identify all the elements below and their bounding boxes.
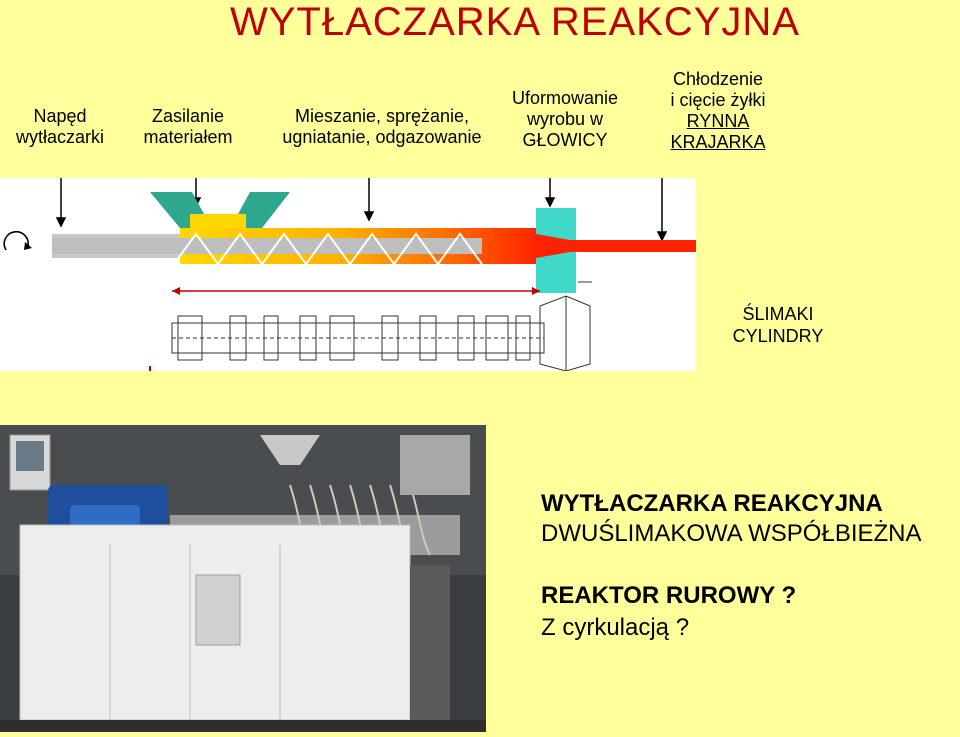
desc-line-4: Z cyrkulacją ? [541, 614, 690, 641]
label-line: wyrobu w [526, 109, 604, 129]
label-line: i cięcie żyłki [670, 90, 766, 110]
label-line: materiałem [143, 127, 233, 147]
label-screws: ŚLIMAKI [742, 304, 814, 324]
label-line: GŁOWICY [522, 130, 608, 150]
vent-grille [195, 574, 241, 646]
hopper [150, 192, 290, 228]
desc-line-1: WYTŁACZARKA REAKCYJNA [541, 490, 883, 517]
extruder-photo [0, 425, 486, 732]
label-cooling: Chłodzenie i cięcie żyłki RYNNA KRAJARKA [648, 69, 788, 153]
label-line: Napęd [33, 106, 87, 126]
strand [536, 234, 696, 258]
label-line: ugniatanie, odgazowanie [282, 127, 482, 147]
label-line: wytłaczarki [15, 127, 104, 147]
feed-hopper [260, 435, 320, 465]
label-die: Uformowanie wyrobu w GŁOWICY [500, 88, 630, 151]
label-line: Zasilanie [151, 106, 225, 126]
label-line: Mieszanie, sprężanie, [294, 106, 470, 126]
side-labels: ŚLIMAKI CYLINDRY [718, 303, 838, 347]
valve-rack [410, 565, 450, 725]
page-title: WYTŁACZARKA REAKCYJNA [229, 0, 800, 44]
label-mixing: Mieszanie, sprężanie, ugniatanie, odgazo… [266, 106, 498, 148]
technical-drawing [171, 281, 592, 371]
label-line: KRAJARKA [670, 132, 766, 152]
label-barrels: CYLINDRY [732, 326, 824, 346]
label-line: Uformowanie [511, 88, 619, 108]
extruder-diagram [0, 178, 696, 371]
label-line: RYNNA [686, 111, 750, 131]
desc-line-3: REAKTOR RUROWY ? [541, 582, 797, 609]
rotation-icon [3, 230, 30, 251]
label-feeding: Zasilanie materiałem [128, 106, 248, 148]
screw-shaft [52, 238, 482, 254]
diagram-background [0, 178, 696, 371]
desc-line-2: DWUŚLIMAKOWA WSPÓŁBIEŻNA [541, 520, 922, 547]
label-line: Chłodzenie [672, 69, 764, 89]
screw-flights [173, 232, 483, 266]
label-drive: Napęd wytłaczarki [0, 106, 120, 148]
